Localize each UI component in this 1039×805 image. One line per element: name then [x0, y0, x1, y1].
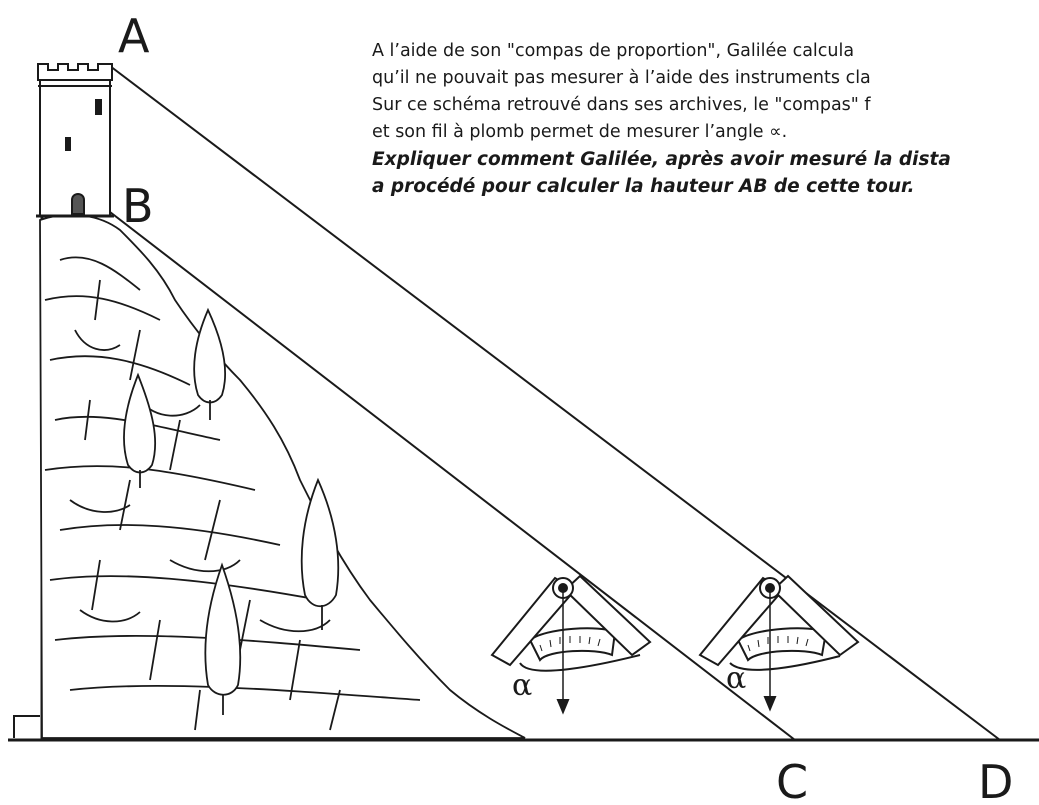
- label-B: B: [122, 179, 154, 233]
- tree-1: [193, 307, 227, 420]
- statement-line-4: et son fil à plomb permet de mesurer l’a…: [372, 119, 1039, 146]
- tree-3: [300, 477, 340, 630]
- alpha-label-2: α: [726, 661, 746, 696]
- statement-line-2: qu’il ne pouvait pas mesurer à l’aide de…: [372, 68, 871, 88]
- question-line-1: Expliquer comment Galilée, après avoir m…: [372, 149, 951, 170]
- proportional-compass-1: [490, 574, 652, 715]
- sight-line-BC: [109, 211, 796, 741]
- statement-line-4-text: et son fil à plomb permet de mesurer l’a…: [372, 122, 764, 142]
- label-A: A: [118, 9, 150, 63]
- proportional-compass-2: [698, 574, 860, 712]
- label-D: D: [978, 755, 1013, 805]
- alpha-label-1: α: [512, 668, 532, 703]
- alpha-symbol: ∝.: [769, 122, 788, 142]
- problem-statement: A l’aide de son "compas de proportion", …: [372, 38, 1039, 200]
- question-line-2: a procédé pour calculer la hauteur AB de…: [372, 176, 915, 197]
- statement-line-3: Sur ce schéma retrouvé dans ses archives…: [372, 95, 871, 115]
- right-angle-marker: [13, 715, 40, 738]
- tree-4: [204, 562, 242, 715]
- label-C: C: [776, 755, 808, 805]
- tower-illustration: [36, 63, 114, 218]
- sight-line-AD: [109, 65, 1001, 741]
- tree-2: [123, 372, 157, 488]
- statement-line-1: A l’aide de son "compas de proportion", …: [372, 41, 855, 61]
- hill-illustration: [39, 213, 526, 739]
